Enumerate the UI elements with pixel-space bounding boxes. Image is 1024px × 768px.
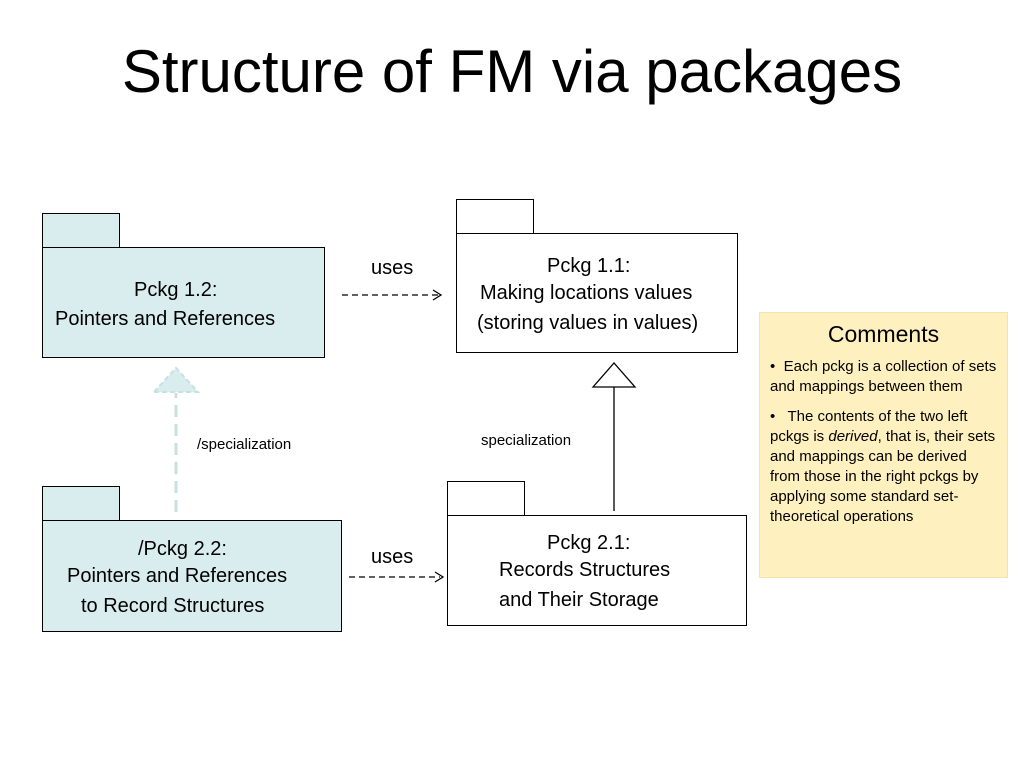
- package-2-2-subtitle: to Record Structures: [81, 595, 265, 617]
- package-2-1-name: Pckg 2.1:: [547, 532, 631, 554]
- package-2-2: [42, 520, 342, 632]
- package-1-1-title: Making locations values: [480, 282, 693, 304]
- uses-top-label: uses: [371, 257, 414, 279]
- package-2-1-tab: [447, 481, 525, 516]
- package-2-1-subtitle: and Their Storage: [499, 589, 659, 611]
- comment-item-2-text-a: The contents of the two left pckgs is: [770, 408, 968, 445]
- derived-specialization-label: /specialization: [197, 436, 292, 453]
- derived-specialization-arrowhead: [151, 366, 201, 393]
- comment-item-2-emphasis: derived: [828, 428, 878, 445]
- package-1-1: [456, 233, 738, 353]
- comment-item-2-text-b: , that is, their sets and mappings can b…: [770, 428, 996, 525]
- uses-top-arrowhead: [432, 289, 443, 301]
- package-2-1: [447, 515, 747, 626]
- package-1-1-subtitle: (storing values in values): [477, 312, 699, 334]
- comment-item-1-text: Each pckg is a collection of sets and ma…: [770, 358, 997, 395]
- package-1-2: [42, 247, 325, 358]
- package-1-2-tab: [42, 213, 120, 248]
- package-2-2-title: Pointers and References: [67, 565, 288, 587]
- package-2-2-tab: [42, 486, 120, 521]
- specialization-label: specialization: [481, 432, 572, 449]
- package-1-2-title: Pointers and References: [55, 308, 276, 330]
- uses-bottom-label: uses: [371, 546, 414, 568]
- package-1-2-name: Pckg 1.2:: [134, 279, 218, 301]
- package-1-1-name: Pckg 1.1:: [547, 255, 631, 277]
- comment-item-1: • Each pckg is a collection of sets and …: [770, 358, 997, 395]
- package-1-1-tab: [456, 199, 534, 234]
- comments-box: Comments • Each pckg is a collection of …: [759, 312, 1008, 578]
- slide-title: Structure of FM via packages: [121, 38, 903, 105]
- comment-item-2: • The contents of the two left pckgs is …: [770, 408, 996, 525]
- package-2-2-name: /Pckg 2.2:: [138, 538, 227, 560]
- comments-title: Comments: [827, 321, 940, 347]
- specialization-arrowhead: [591, 362, 637, 388]
- package-2-1-title: Records Structures: [499, 559, 671, 581]
- uses-bottom-arrowhead: [434, 571, 445, 583]
